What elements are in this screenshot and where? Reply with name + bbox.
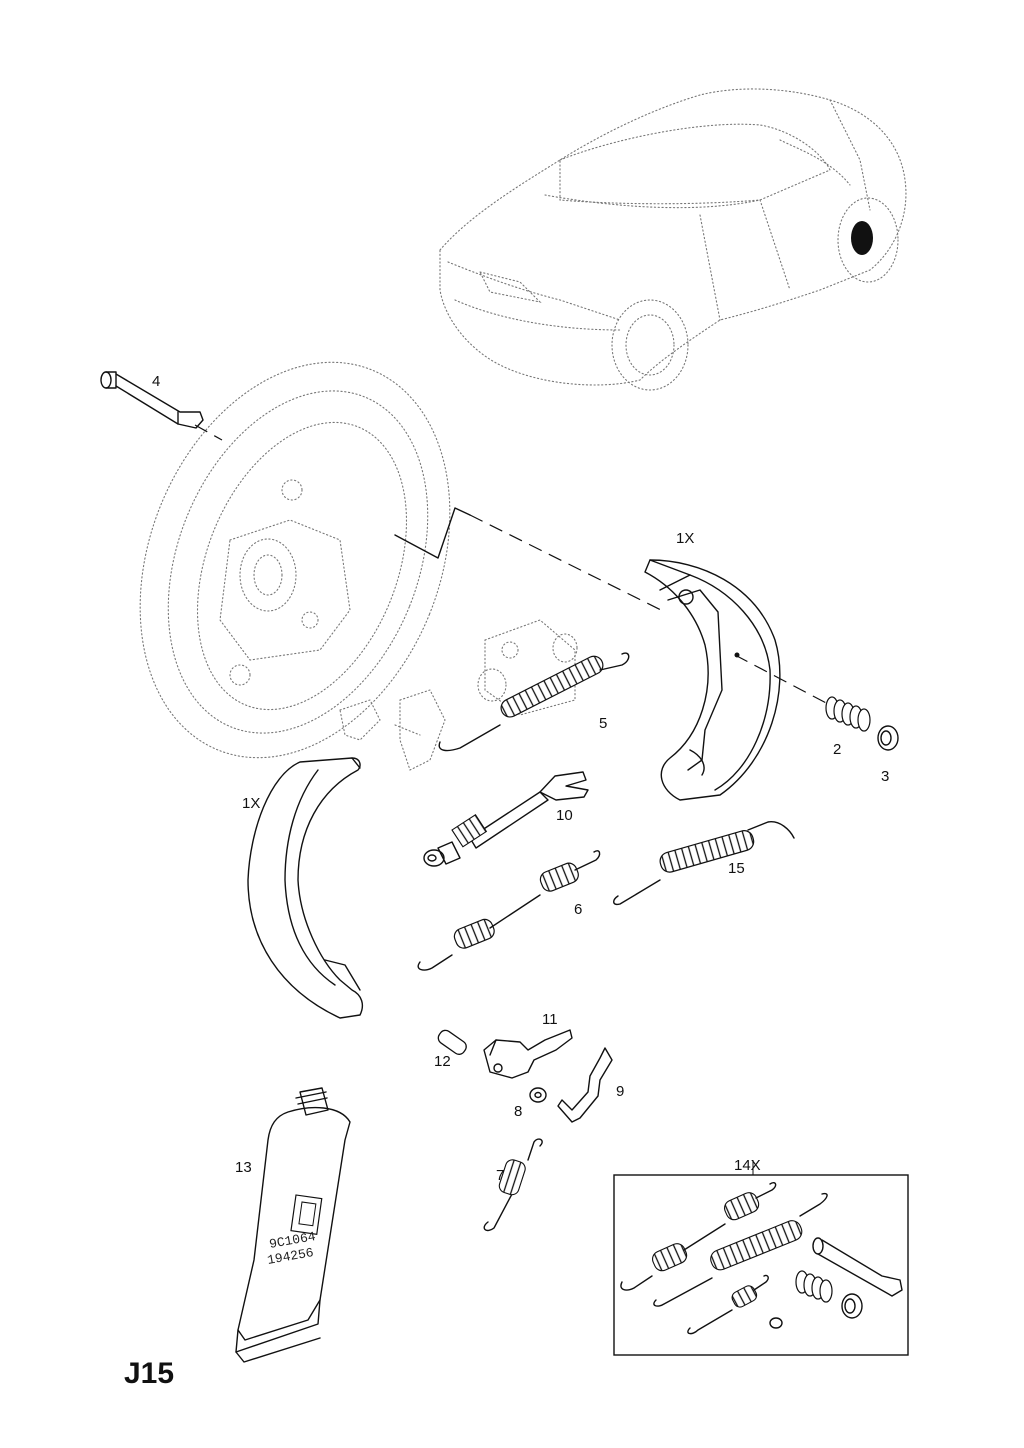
label-part-13: 13 — [235, 1159, 252, 1176]
leader-line-plate-shoe — [469, 514, 666, 613]
small-pin-icon — [437, 1029, 467, 1055]
spring-cup-icon — [877, 725, 899, 751]
leader-line-pin — [734, 654, 831, 706]
label-part-1-right: 1X — [676, 530, 694, 547]
upper-return-spring-icon — [438, 652, 630, 752]
hold-down-spring-icon — [825, 696, 871, 732]
lower-spring-icon — [417, 850, 601, 971]
label-part-15: 15 — [728, 860, 745, 877]
label-part-2: 2 — [833, 741, 841, 758]
adjuster-spring-icon — [613, 821, 795, 906]
small-spring-icon — [483, 1138, 543, 1232]
label-part-5: 5 — [599, 715, 607, 732]
hold-down-pin-icon — [100, 371, 204, 429]
label-part-10: 10 — [556, 807, 573, 824]
label-part-3: 3 — [881, 768, 889, 785]
wheel-cylinder-icon — [477, 619, 578, 716]
backing-plate-icon — [139, 361, 451, 759]
diagram-code: J15 — [124, 1357, 174, 1390]
park-brake-lever-icon — [483, 1029, 573, 1079]
adjuster-strut-icon — [423, 771, 589, 867]
brake-location-marker — [851, 221, 873, 255]
label-part-6: 6 — [574, 901, 582, 918]
zigzag-leader — [394, 507, 471, 559]
brake-shoe-left-icon — [247, 757, 364, 1019]
label-part-12: 12 — [434, 1053, 451, 1070]
label-part-11: 11 — [542, 1011, 558, 1028]
label-part-8: 8 — [514, 1103, 522, 1120]
brake-shoe-right-icon — [644, 559, 781, 801]
washer-icon — [529, 1087, 547, 1103]
retaining-wire-icon — [557, 1047, 613, 1123]
repair-kit-box — [613, 1160, 909, 1356]
label-part-4: 4 — [152, 373, 160, 390]
bracket-parts-icon — [339, 689, 446, 771]
grease-tube-icon: 9C1064 194256 — [235, 1087, 351, 1363]
leader-line-4 — [194, 424, 223, 441]
label-part-1-left: 1X — [242, 795, 260, 812]
car-outline-icon — [439, 88, 907, 391]
label-part-9: 9 — [616, 1083, 624, 1100]
label-part-14: 14X — [734, 1157, 761, 1174]
label-part-7: 7 — [496, 1167, 504, 1184]
